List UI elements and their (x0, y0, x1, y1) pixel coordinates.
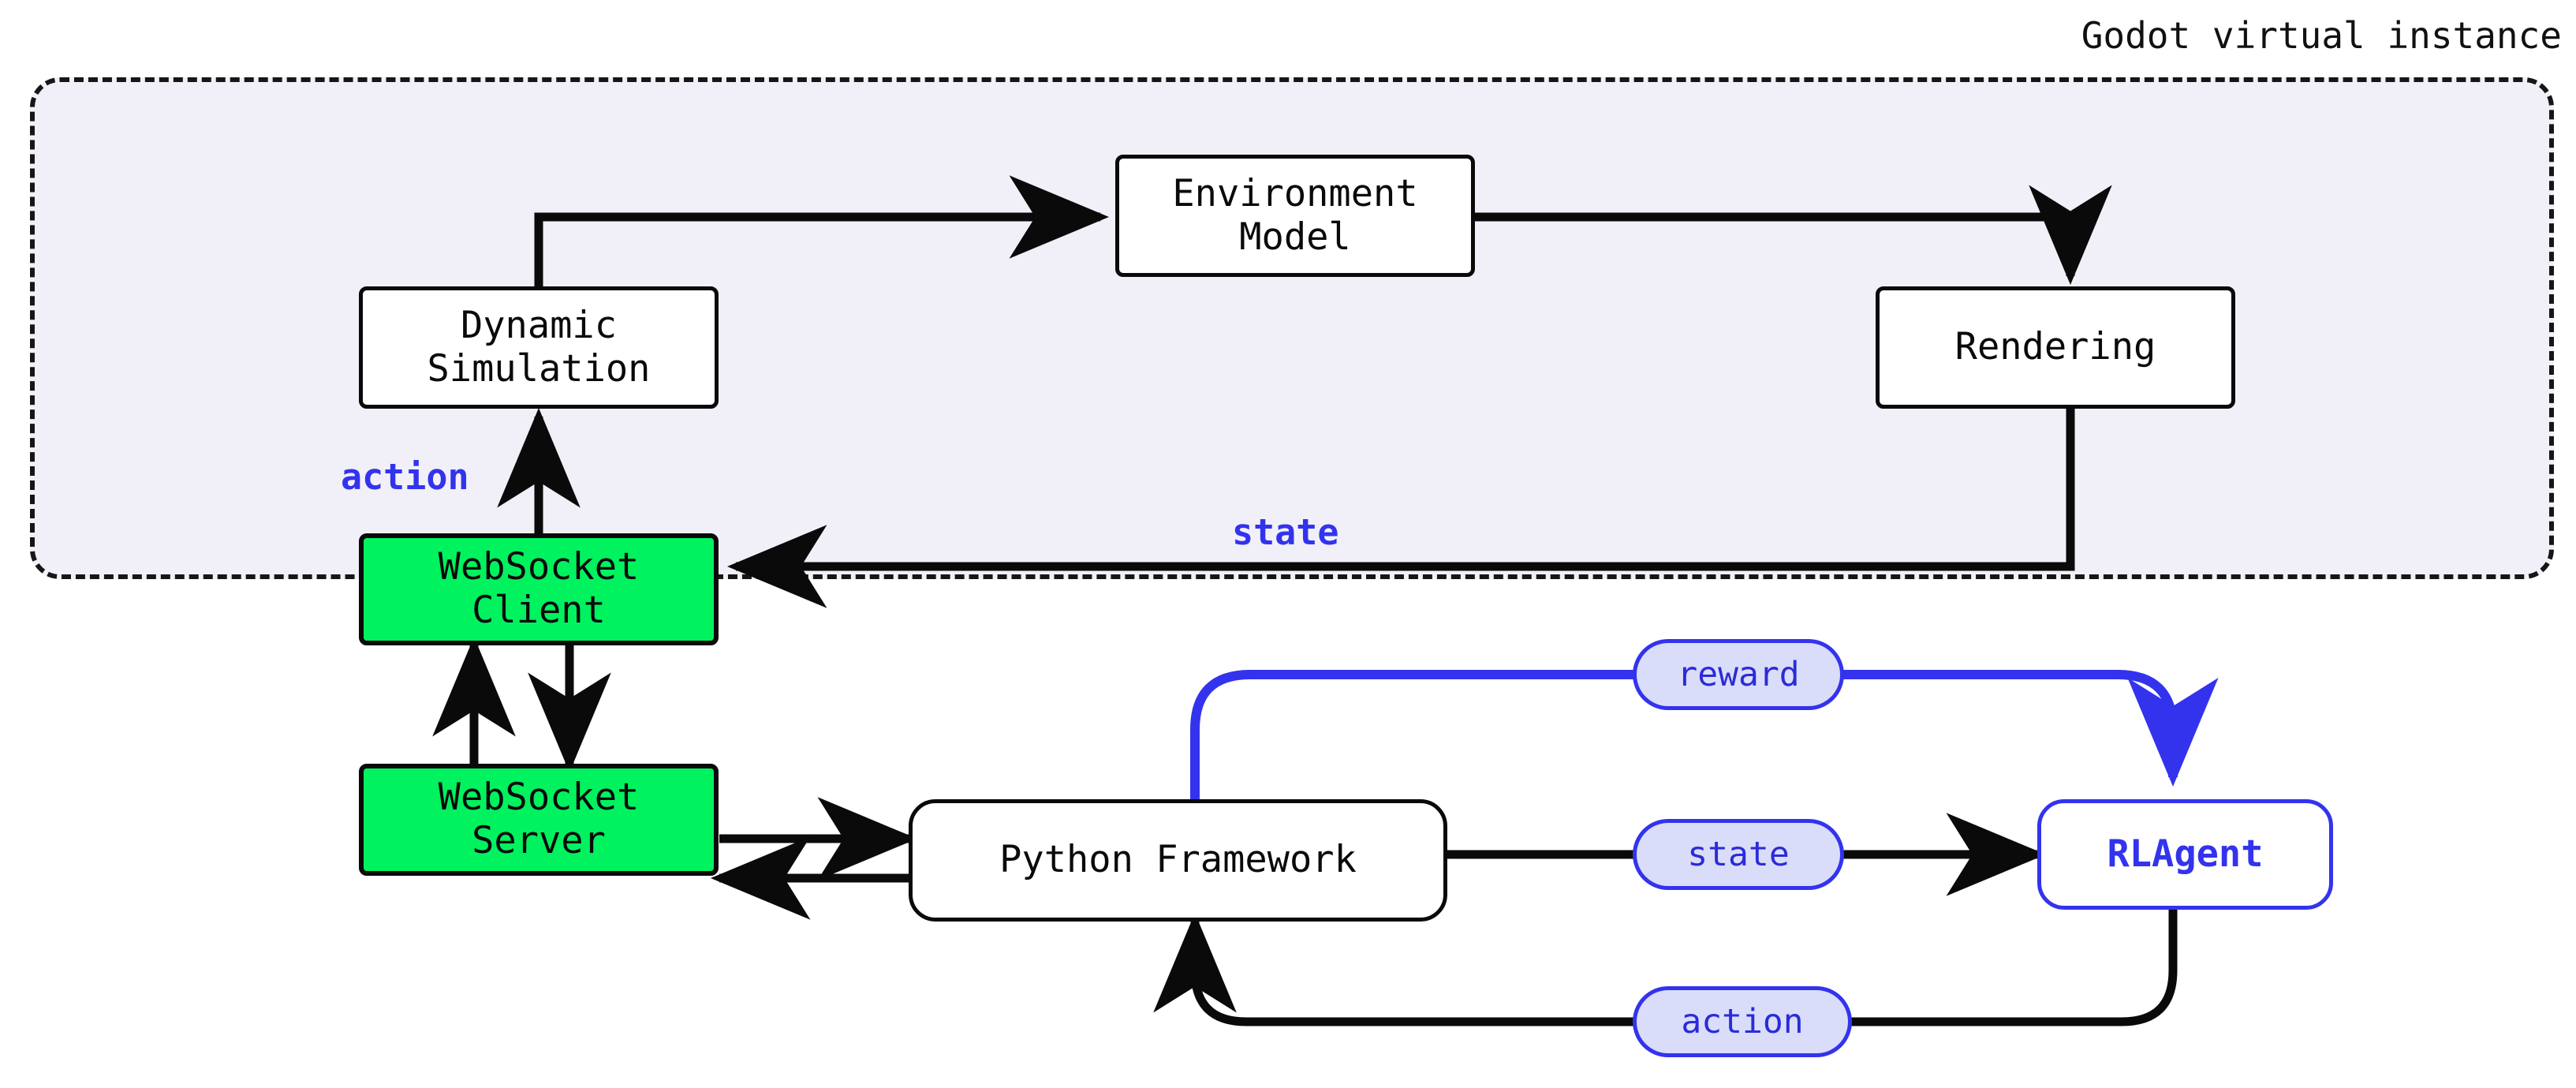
node-python-framework[interactable]: Python Framework (909, 799, 1447, 922)
edge-label-state-internal: state (1232, 511, 1339, 553)
panel-title: Godot virtual instance (2081, 14, 2562, 57)
node-websocket-client[interactable]: WebSocket Client (359, 533, 719, 645)
pill-action: action (1633, 986, 1852, 1057)
node-websocket-server[interactable]: WebSocket Server (359, 764, 719, 876)
node-rl-agent[interactable]: RLAgent (2037, 799, 2333, 910)
node-dynamic-simulation[interactable]: Dynamic Simulation (359, 286, 719, 409)
pill-state: state (1633, 819, 1844, 890)
node-rendering[interactable]: Rendering (1876, 286, 2235, 409)
edge-label-action-internal: action (341, 456, 469, 498)
pill-reward: reward (1633, 639, 1844, 710)
node-environment-model[interactable]: Environment Model (1115, 155, 1475, 277)
